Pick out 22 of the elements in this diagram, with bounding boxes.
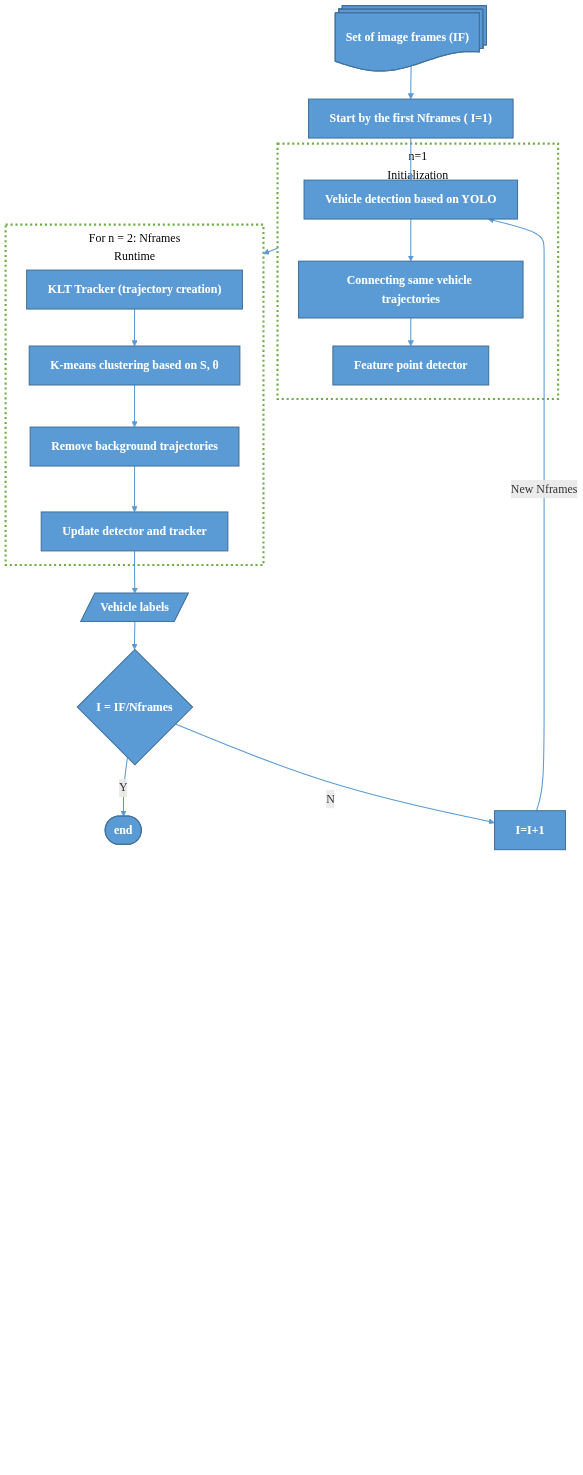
node-box: Remove background trajectories [29, 426, 240, 467]
arrow [131, 308, 138, 347]
node-box: I=I+1 [494, 810, 566, 851]
arrow [131, 465, 138, 513]
node-box: K-means clustering based on S, θ [28, 345, 241, 386]
edge-label: N [326, 792, 335, 806]
node-box: Start by the first Nframes ( I=1) [308, 98, 514, 139]
node-box: KLT Tracker (trajectory creation) [26, 269, 243, 310]
node-box: Vehicle detection based on YOLO [303, 179, 519, 220]
arrow [131, 384, 138, 428]
arrow [407, 218, 414, 262]
arrow [407, 317, 414, 347]
node-diamond: I = IF/Nframes [76, 648, 194, 766]
arrow [407, 65, 414, 100]
edge-label: Y [118, 780, 128, 795]
arrow [263, 247, 279, 255]
arrow [407, 137, 414, 181]
edge-label: New Nframes [510, 482, 578, 496]
node-box: Connecting same vehicle trajectories [298, 260, 524, 319]
node-box: Update detector and tracker [40, 511, 229, 552]
arrow [131, 621, 138, 650]
node-box: Feature point detector [332, 345, 490, 386]
